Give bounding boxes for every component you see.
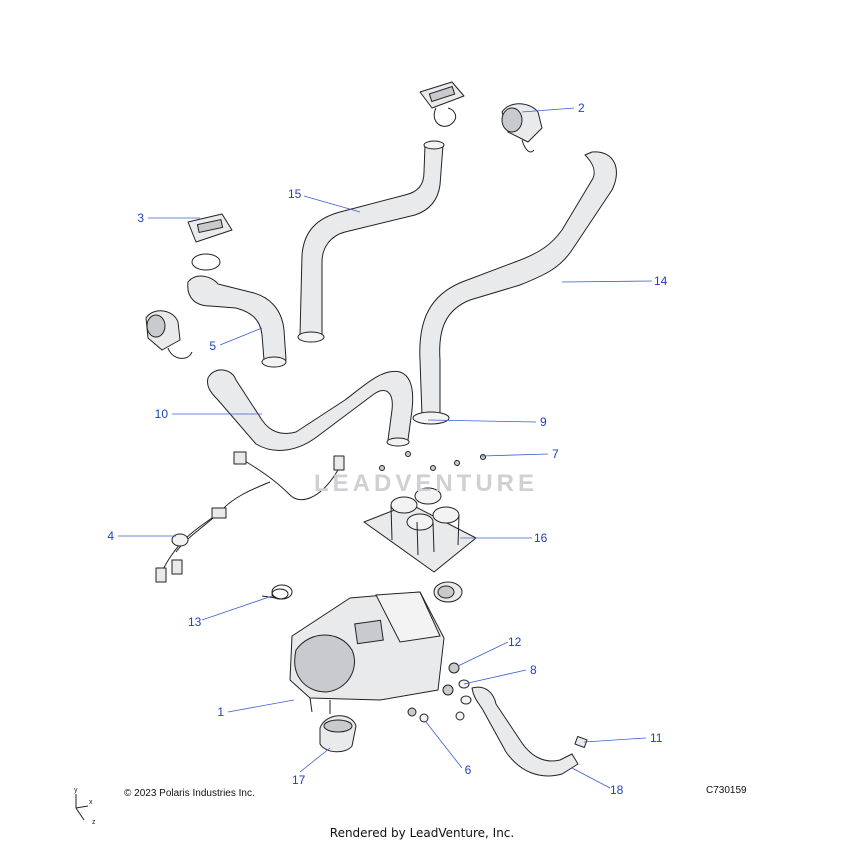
callout-2[interactable]: 2 — [578, 101, 585, 115]
callout-17[interactable]: 17 — [292, 773, 306, 787]
leader-lines — [118, 107, 653, 789]
part-4-wiring-harness[interactable] — [155, 451, 345, 583]
part-6-fitting[interactable] — [407, 707, 465, 723]
copyright-text: © 2023 Polaris Industries Inc. — [124, 788, 255, 799]
callout-8[interactable]: 8 — [530, 663, 537, 677]
callout-16[interactable]: 16 — [534, 531, 548, 545]
part-7-screws[interactable] — [379, 451, 487, 471]
callout-9[interactable]: 9 — [540, 415, 547, 429]
part-5-duct[interactable] — [187, 275, 287, 368]
part-3-vent-bezel[interactable] — [187, 213, 233, 271]
callout-6[interactable]: 6 — [465, 763, 472, 777]
callout-labels: 1 2 3 4 5 6 7 8 9 10 11 12 13 14 15 16 1… — [107, 101, 667, 797]
part-17-outlet[interactable] — [319, 715, 357, 753]
callout-3[interactable]: 3 — [137, 211, 144, 225]
part-11-clip[interactable] — [574, 736, 588, 748]
part-16-vent-housing[interactable] — [363, 487, 477, 573]
part-10-duct[interactable] — [207, 369, 414, 451]
callout-15[interactable]: 15 — [288, 187, 302, 201]
callout-12[interactable]: 12 — [508, 635, 522, 649]
part-12-seal[interactable] — [442, 662, 460, 696]
callout-4[interactable]: 4 — [107, 529, 114, 543]
axis-z-label: z — [92, 819, 96, 826]
callout-13[interactable]: 13 — [188, 615, 202, 629]
callout-18[interactable]: 18 — [610, 783, 624, 797]
callout-1[interactable]: 1 — [217, 705, 224, 719]
axis-y-label: y — [74, 787, 78, 794]
watermark: LEADVENTURE — [313, 470, 538, 497]
part-2-vent-outlet[interactable] — [501, 103, 543, 153]
part-14-duct[interactable] — [412, 151, 617, 425]
callout-14[interactable]: 14 — [654, 274, 668, 288]
part-13-clamp[interactable] — [261, 584, 293, 600]
part-1-heater-box[interactable] — [289, 581, 463, 714]
callout-5[interactable]: 5 — [209, 339, 216, 353]
rendered-by-text: Rendered by LeadVenture, Inc. — [329, 826, 515, 840]
vent-bezel-top[interactable] — [419, 81, 465, 127]
callout-11[interactable]: 11 — [650, 731, 663, 745]
axis-triad: y x z — [74, 787, 96, 826]
axis-x-label: x — [89, 799, 93, 806]
figure-id: C730159 — [706, 785, 747, 796]
callout-7[interactable]: 7 — [552, 447, 559, 461]
vent-outlet-left[interactable] — [145, 310, 193, 359]
part-15-duct[interactable] — [297, 140, 445, 343]
part-18-hose[interactable] — [471, 686, 579, 777]
callout-10[interactable]: 10 — [155, 407, 169, 421]
